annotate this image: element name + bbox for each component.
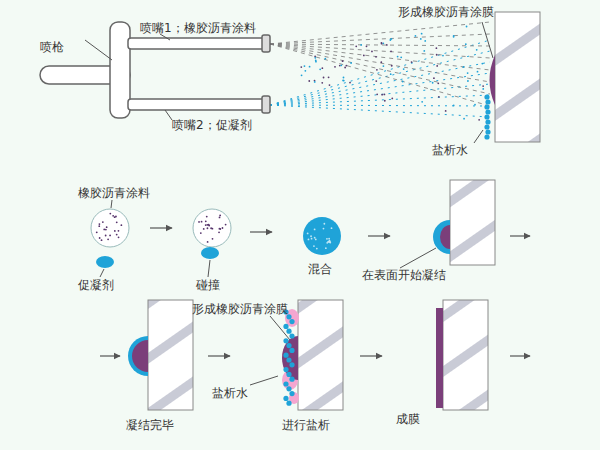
wall [495,12,540,142]
coating-film [490,55,496,105]
label: 进行盐析 [282,418,330,432]
process-stage [128,300,488,410]
label: 喷嘴2；促凝剂 [172,118,252,132]
label: 在表面开始凝结 [362,268,446,282]
label: 碰撞 [196,278,220,292]
label: 盐析水 [212,386,248,400]
leader-line [85,22,493,143]
salt-water [484,94,490,139]
label: 盐析水 [432,143,468,157]
label: 喷枪 [40,40,64,54]
label: 混合 [308,262,332,276]
process-stage [91,180,495,268]
label: 成膜 [396,412,420,426]
label: 形成橡胶沥青涂膜 [398,5,494,19]
spray-pattern [270,22,490,121]
label: 橡胶沥青涂料 [78,186,150,200]
label: 形成橡胶沥青涂膜 [192,302,288,316]
label: 促凝剂 [78,278,114,292]
spray-gun [40,22,270,118]
label: 凝结完毕 [126,418,174,432]
label: 喷嘴1；橡胶沥青涂料 [140,21,256,35]
